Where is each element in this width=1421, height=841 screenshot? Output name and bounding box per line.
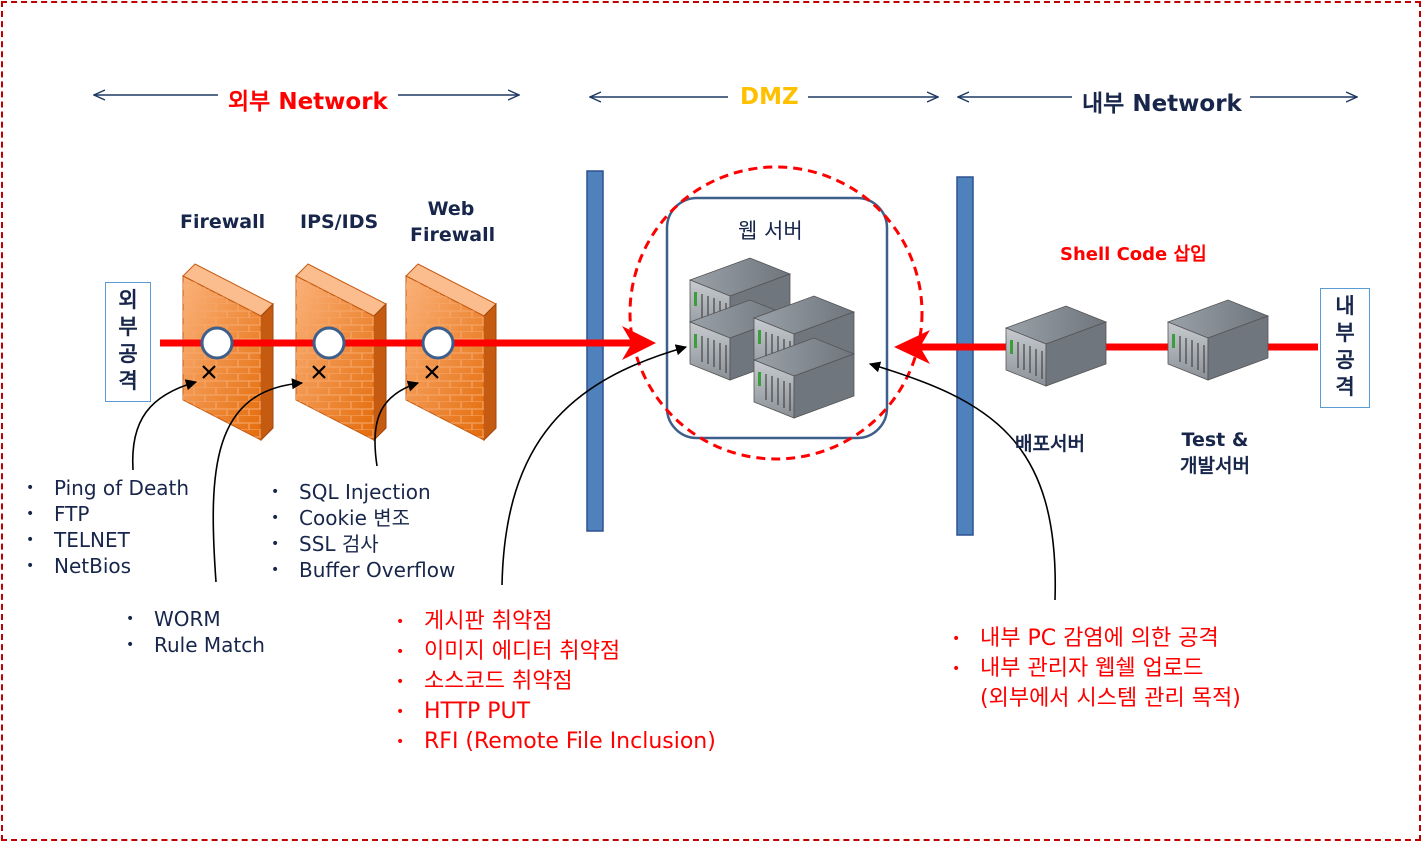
dmz-left-boundary xyxy=(586,170,604,532)
list-item: 소스코드 취약점 xyxy=(396,667,716,697)
zone-internal-label: 내부 Network xyxy=(1082,91,1242,117)
list-item: FTP xyxy=(26,501,189,527)
dmz-right-boundary xyxy=(956,176,974,536)
list-item: SQL Injection xyxy=(271,479,455,505)
zone-arrows xyxy=(94,95,1357,97)
zone-dmz-label: DMZ xyxy=(740,84,799,110)
list-item: HTTP PUT xyxy=(396,697,716,727)
zone-external-label: 외부 Network xyxy=(228,89,388,115)
test-dev-server-icon xyxy=(1167,299,1269,381)
web-firewall-label: Web Firewall xyxy=(410,198,496,246)
list-item: NetBios xyxy=(26,553,189,579)
web-server-highlight-circle xyxy=(628,165,924,461)
internal-attack-arrowhead xyxy=(894,330,930,364)
external-attack-arrowhead xyxy=(622,326,656,360)
shell-code-label: Shell Code 삽입 xyxy=(1060,244,1207,265)
internal-attack-box: 내 부 공 격 xyxy=(1320,288,1370,408)
list-item: Rule Match xyxy=(126,632,265,658)
list-item: (외부에서 시스템 관리 목적) xyxy=(980,686,1241,711)
external-attack-box: 외 부 공 격 xyxy=(105,282,151,402)
web-firewall-attack-list: SQL Injection Cookie 변조 SSL 검사 Buffer Ov… xyxy=(271,479,455,583)
deploy-server-icon xyxy=(1005,305,1107,387)
list-item: Ping of Death xyxy=(26,475,189,501)
web-server-label: 웹 서버 xyxy=(738,219,803,243)
internal-attack-list: 내부 PC 감염에 의한 공격 내부 관리자 웹쉘 업로드 (외부에서 시스템 … xyxy=(952,624,1241,714)
list-item: RFI (Remote File Inclusion) xyxy=(396,727,716,757)
list-item: 이미지 에디터 취약점 xyxy=(396,637,716,667)
firewall-attack-list: Ping of Death FTP TELNET NetBios xyxy=(26,475,189,579)
callout-arrows xyxy=(131,344,1056,601)
deploy-server-label: 배포서버 xyxy=(1015,433,1085,455)
ips-ids-label: IPS/IDS xyxy=(300,211,379,233)
ips-attack-list: WORM Rule Match xyxy=(126,606,265,658)
block-markers xyxy=(200,326,455,379)
list-item: SSL 검사 xyxy=(271,531,455,557)
list-item: WORM xyxy=(126,606,265,632)
list-item: 게시판 취약점 xyxy=(396,607,716,637)
list-item: 내부 관리자 웹쉘 업로드 xyxy=(952,654,1241,684)
list-item: TELNET xyxy=(26,527,189,553)
list-item: Cookie 변조 xyxy=(271,505,455,531)
firewall-label: Firewall xyxy=(180,211,266,233)
list-item: 내부 PC 감염에 의한 공격 xyxy=(952,624,1241,654)
web-vulnerability-list: 게시판 취약점 이미지 에디터 취약점 소스코드 취약점 HTTP PUT RF… xyxy=(396,607,716,757)
test-dev-server-label: Test & 개발서버 xyxy=(1180,429,1250,477)
list-item: Buffer Overflow xyxy=(271,557,455,583)
